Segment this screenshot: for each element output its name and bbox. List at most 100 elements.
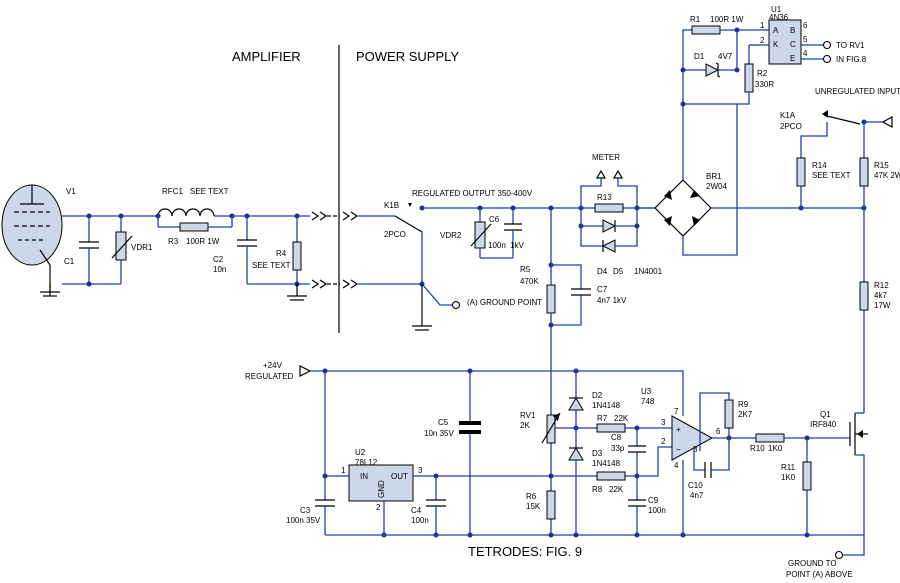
optocoupler-u1: U1 4N36 1 2 A K B C E 6 5 4 [760,5,808,65]
zener-d1: D1 4V7 [683,52,737,78]
c10-label: C10 [688,481,703,490]
in-fig8-label: IN FIG.8 [836,55,867,64]
u1-pin-1: 1 [760,21,765,30]
r11-label: R11 [781,463,796,472]
vdr2-label: VDR2 [440,231,462,240]
rf-choke-rfc1: RFC1 SEE TEXT [157,187,232,217]
k1b-value: 2PCO [384,230,406,239]
c3-value: 100n 35V [286,516,321,525]
resistor-r7: R7 22K [576,414,672,433]
d3-value: 1N4148 [592,459,621,468]
opamp-u3: + − U3 748 3 2 7 4 8 6 [641,387,721,470]
d1-value: 4V7 [718,52,733,61]
rv1-value: 2K [520,421,530,430]
u3-pin-7: 7 [674,407,679,416]
r7-label: R7 [597,414,608,423]
capacitor-c5: C5 10n 35V [424,371,481,535]
varistor-vdr2: VDR2 [440,208,492,258]
capacitor-c9: C9 100n [628,476,666,535]
r12-value-2: 17W [874,301,891,310]
resistor-r4: R4 SEE TEXT [252,216,302,284]
c6-label: C6 [489,215,500,224]
c2-value: 10n [213,265,226,274]
c10-value: 4n7 [690,491,704,500]
d1-label: D1 [694,52,705,61]
c1-label: C1 [64,257,75,266]
r12-label: R12 [874,281,889,290]
c8-label: C8 [611,433,622,442]
regulator-u2: U2 78L12 IN OUT GND 1 3 2 [341,448,423,512]
diode-d3: D3 1N4148 [568,428,621,535]
r12-value-1: 4k7 [874,291,887,300]
r2-value: 330R [755,80,774,89]
resistor-r2: R2 330R [736,30,774,105]
point-above-label: POINT (A) ABOVE [786,570,853,579]
r11-value: 1K0 [781,473,796,482]
to-rv1-label: TO RV1 [836,41,865,50]
figure-caption: TETRODES: FIG. 9 [468,544,582,559]
resistor-r3: R3 100R 1W [157,216,233,246]
valve-v1: V1 [1,184,76,297]
d2-value: 1N4148 [592,401,621,410]
resistor-r1: R1 100R 1W [690,15,763,35]
r5-value: 470K [520,277,539,286]
u1-pin-2: 2 [760,36,765,45]
c6-value-1: 100n [488,241,506,250]
u1-label: U1 [771,5,782,14]
unregulated-input-arrow [881,115,893,129]
u2-pin-gnd: GND [377,480,386,498]
meter-terminals: METER [580,153,638,208]
v1-label: V1 [66,187,76,196]
r9-value: 2K7 [738,410,753,419]
resistor-r13: R13 [594,193,624,213]
to-rv1-terminal [822,40,832,50]
rfc1-label: RFC1 [162,187,183,196]
c6-value-2: 1kV [510,241,524,250]
u1-pin-e: E [790,54,795,63]
k1b-label: K1B [384,201,399,210]
c5-label: C5 [438,418,449,427]
u1-pin-k: K [773,40,779,49]
c7-label: C7 [597,285,608,294]
r15-value: 47K 2W [874,171,900,180]
resistor-r5: R5 470K [520,208,556,325]
r4-value: SEE TEXT [252,261,291,270]
r5-label: R5 [520,265,531,274]
c4-label: C4 [411,506,422,515]
r1-value: 100R 1W [710,15,744,24]
u1-pin-6: 6 [803,21,808,30]
resistor-r14: R14 SEE TEXT [796,157,851,208]
r10-label: R10 [750,444,765,453]
capacitor-c6: C6 100n 1kV [488,208,524,258]
c3-label: C3 [300,506,311,515]
c5-value: 10n 35V [424,429,454,438]
r2-label: R2 [757,69,768,78]
d3-label: D3 [592,449,603,458]
u3-label: U3 [641,387,652,396]
relay-contact-k1b: K1B 2PCO [384,201,423,239]
r15-label: R15 [874,161,889,170]
u1-value: 4N36 [769,13,789,22]
r6-value: 15K [526,502,541,511]
u3-pin-6: 6 [716,427,721,436]
u2-pin-1: 1 [341,466,346,475]
q1-label: Q1 [820,410,831,419]
d4-d5-value: 1N4001 [634,267,663,276]
u2-pin-3: 3 [418,466,423,475]
c8-value: 33p [611,444,625,453]
r9-label: R9 [738,400,749,409]
br1-label: BR1 [706,172,722,181]
capacitor-c1: C1 [64,216,99,284]
k1a-label: K1A [780,111,796,120]
capacitor-c8: C8 33p [611,428,646,476]
amplifier-heading: AMPLIFIER [232,49,301,64]
capacitor-c4: C4 100n [411,476,446,535]
u1-pin-4: 4 [803,49,808,58]
r7-value: 22K [614,414,629,423]
u1-pin-5: 5 [803,35,808,44]
u2-pin-2: 2 [376,503,381,512]
u3-pin-8: 8 [693,445,698,454]
u2-label: U2 [355,448,366,457]
opamp-plus-sign: + [676,425,681,434]
